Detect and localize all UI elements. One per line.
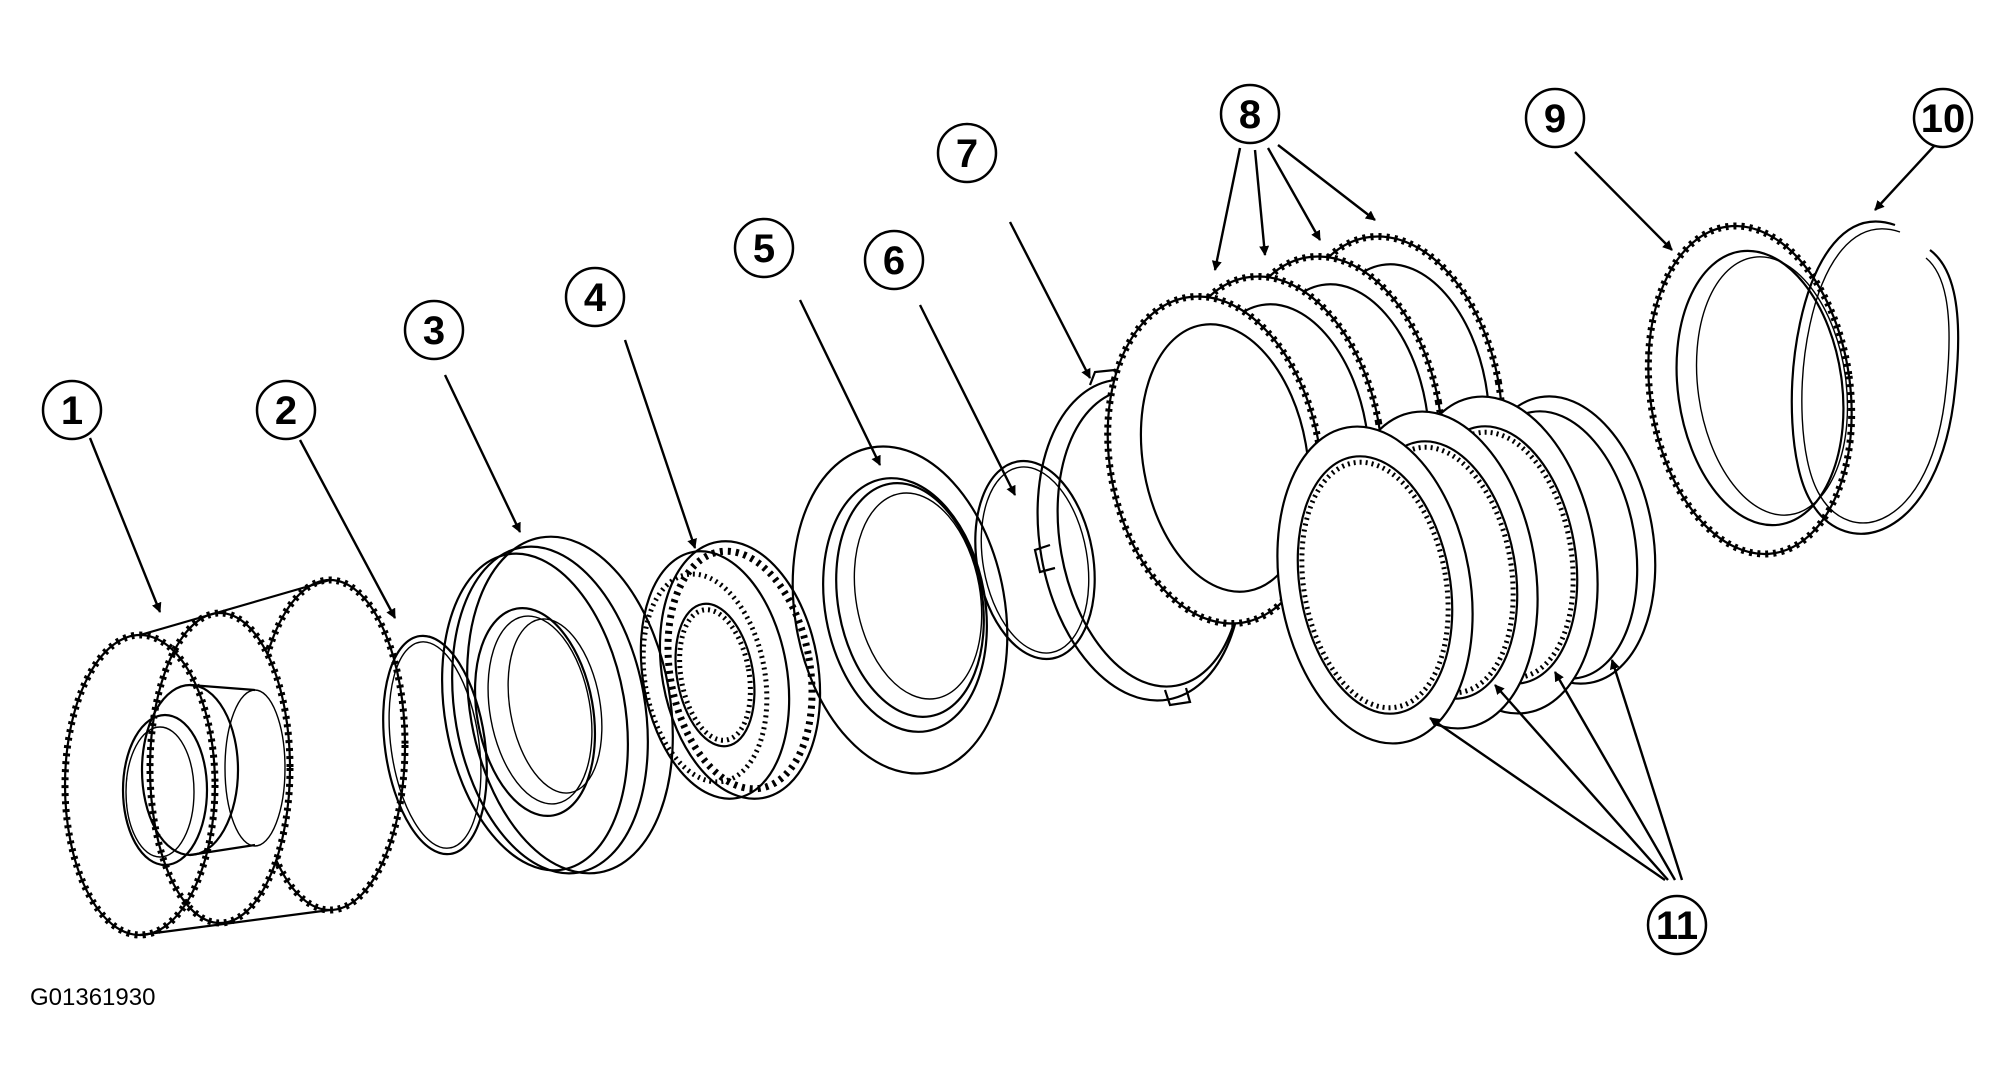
- callout-label: 7: [956, 132, 978, 176]
- part-1-drum-hub: [61, 576, 409, 939]
- part-9-pressure-plate: [1644, 222, 1856, 558]
- callout-9: 9: [1524, 87, 1586, 149]
- callout-label: 1: [61, 389, 83, 433]
- callout-label: 2: [275, 389, 297, 433]
- callout-5: 5: [733, 217, 795, 279]
- callout-label: 6: [883, 239, 905, 283]
- part-4-spring-assembly: [639, 540, 822, 800]
- callout-11: 11: [1646, 894, 1708, 956]
- part-2-seal-ring: [382, 634, 488, 856]
- figure-code: G01361930: [30, 984, 155, 1011]
- callout-label: 5: [753, 227, 775, 271]
- callout-label: 10: [1921, 97, 1966, 141]
- callout-label: 11: [1656, 904, 1698, 948]
- callout-7: 7: [936, 122, 998, 184]
- callout-10: 10: [1912, 87, 1974, 149]
- callout-label: 8: [1239, 93, 1261, 137]
- part-11-friction-plates: [1276, 395, 1657, 745]
- leader-lines: [88, 144, 1936, 881]
- callout-8: 8: [1219, 83, 1281, 145]
- part-5-retainer-plate: [791, 445, 1009, 775]
- callout-2: 2: [255, 379, 317, 441]
- part-3-piston: [441, 535, 674, 875]
- part-10-retaining-ring: [1790, 220, 1960, 535]
- part-6-snap-ring: [974, 459, 1096, 661]
- callout-label: 9: [1544, 97, 1566, 141]
- callout-6: 6: [863, 229, 925, 291]
- callout-1: 1: [41, 379, 103, 441]
- callout-4: 4: [564, 266, 626, 328]
- callout-label: 4: [584, 276, 607, 320]
- callout-label: 3: [423, 309, 445, 353]
- callout-3: 3: [403, 299, 465, 361]
